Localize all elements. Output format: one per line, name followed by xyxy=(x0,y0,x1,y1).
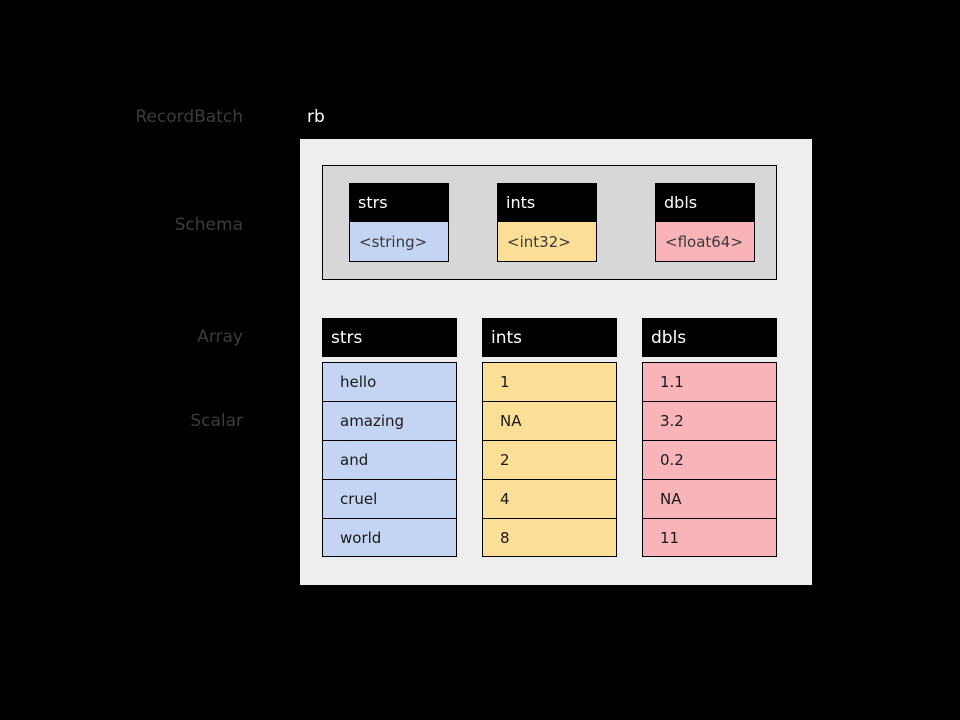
record-batch-variable-label: rb xyxy=(307,107,325,127)
schema-field-name: dbls xyxy=(655,183,755,222)
schema-field-name: ints xyxy=(497,183,597,222)
schema-field-dbls: dbls <float64> xyxy=(655,183,755,262)
schema-field-strs: strs <string> xyxy=(349,183,449,262)
array-column-header: dbls xyxy=(642,318,777,357)
legend-scalar-label: Scalar xyxy=(190,411,243,431)
array-cell: 2 xyxy=(482,440,617,479)
schema-field-type: <float64> xyxy=(655,222,755,262)
array-cell: 0.2 xyxy=(642,440,777,479)
schema-field-ints: ints <int32> xyxy=(497,183,597,262)
array-cell: 8 xyxy=(482,518,617,557)
schema-container: strs <string> ints <int32> dbls <float64… xyxy=(322,165,777,280)
legend-array-label: Array xyxy=(197,327,243,347)
array-cell: 1 xyxy=(482,362,617,401)
array-column-header: strs xyxy=(322,318,457,357)
array-column-header: ints xyxy=(482,318,617,357)
array-column-dbls: dbls 1.1 3.2 0.2 NA 11 xyxy=(642,318,777,557)
schema-field-type: <int32> xyxy=(497,222,597,262)
array-cell-list: 1 NA 2 4 8 xyxy=(482,362,617,557)
array-cell: amazing xyxy=(322,401,457,440)
array-cell: NA xyxy=(482,401,617,440)
array-cell: hello xyxy=(322,362,457,401)
array-cell-list: 1.1 3.2 0.2 NA 11 xyxy=(642,362,777,557)
record-batch-panel: strs <string> ints <int32> dbls <float64… xyxy=(300,139,812,585)
array-cell: world xyxy=(322,518,457,557)
schema-field-name: strs xyxy=(349,183,449,222)
array-cell: 4 xyxy=(482,479,617,518)
array-cell: 11 xyxy=(642,518,777,557)
schema-field-type: <string> xyxy=(349,222,449,262)
array-cell: 1.1 xyxy=(642,362,777,401)
array-column-ints: ints 1 NA 2 4 8 xyxy=(482,318,617,557)
array-cell: 3.2 xyxy=(642,401,777,440)
legend-recordbatch-label: RecordBatch xyxy=(135,107,243,127)
array-cell: NA xyxy=(642,479,777,518)
array-column-strs: strs hello amazing and cruel world xyxy=(322,318,457,557)
array-cell: and xyxy=(322,440,457,479)
array-cell-list: hello amazing and cruel world xyxy=(322,362,457,557)
legend-schema-label: Schema xyxy=(174,215,243,235)
array-cell: cruel xyxy=(322,479,457,518)
